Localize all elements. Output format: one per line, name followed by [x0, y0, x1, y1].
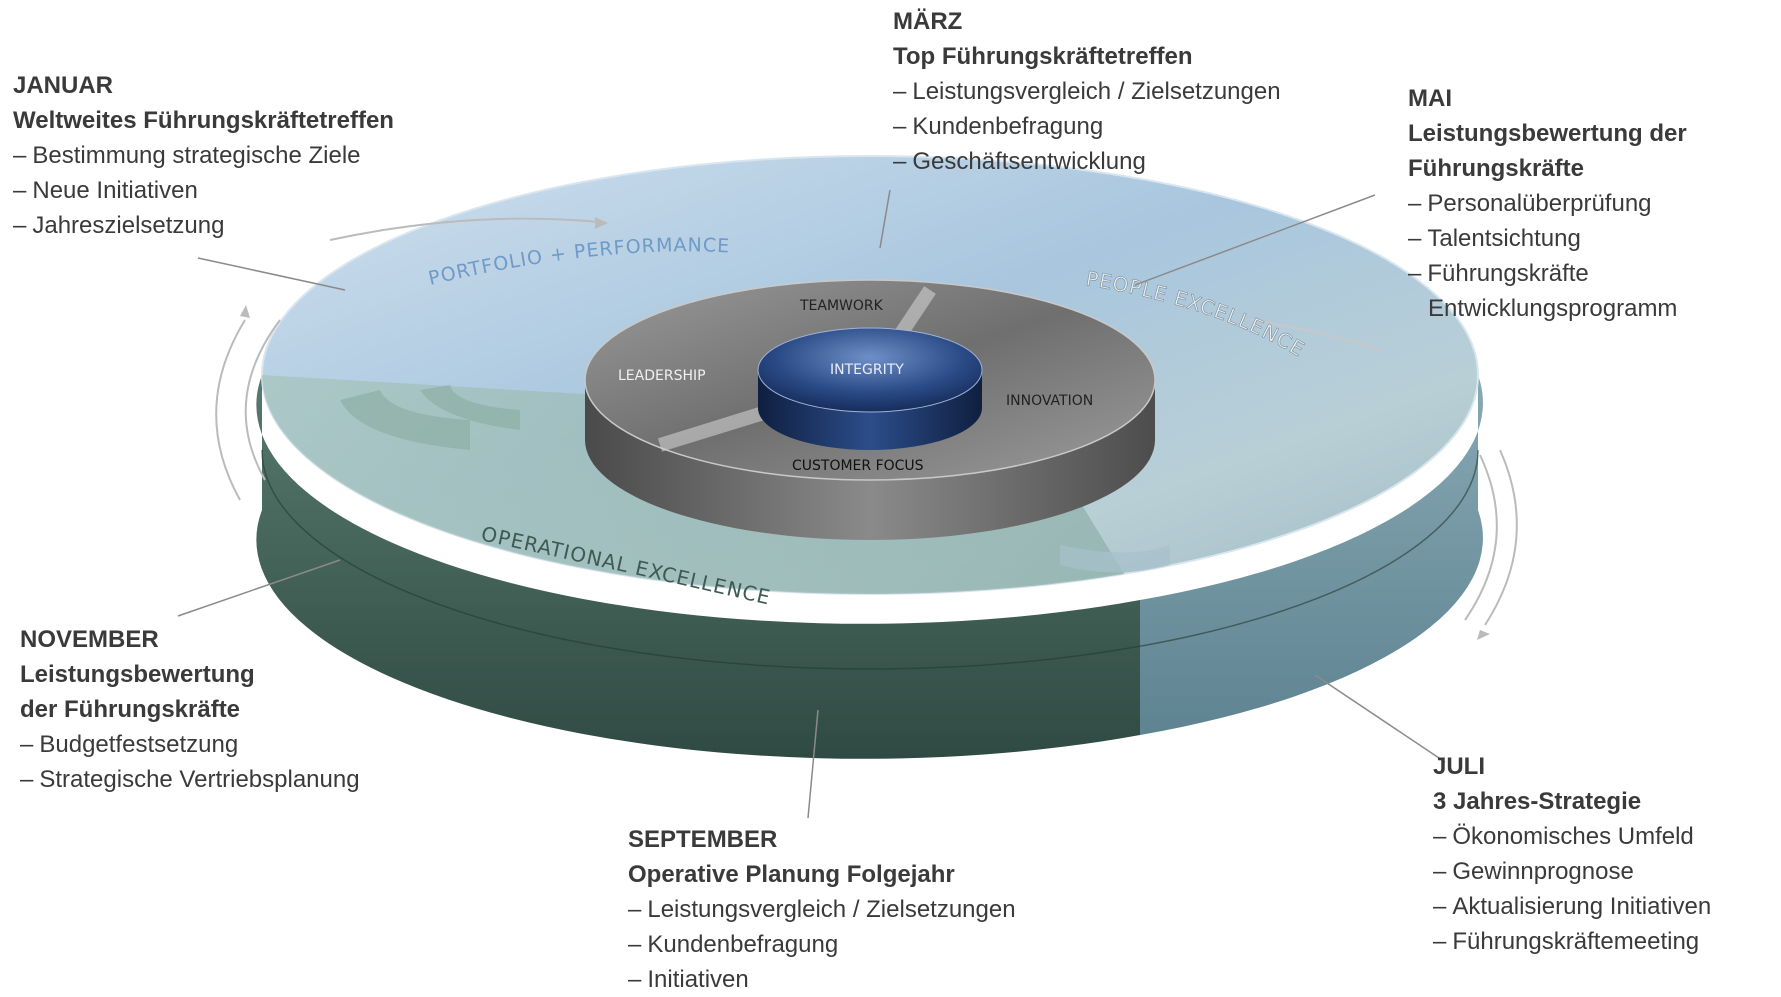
list-item: –Aktualisierung Initiativen [1433, 893, 1712, 920]
month-label: MAI [1408, 85, 1452, 112]
annotation-maerz: MÄRZ Top Führungskräftetreffen –Leistung… [893, 4, 1281, 179]
month-label: NOVEMBER [20, 626, 159, 653]
list-item: –Gewinnprognose [1433, 858, 1634, 885]
list-item-continuation: Entwicklungsprogramm [1428, 295, 1678, 322]
task-list: –Budgetfestsetzung –Strategische Vertrie… [20, 727, 360, 797]
center-label-integrity: INTEGRITY [830, 362, 904, 378]
task-list: –Bestimmung strategische Ziele –Neue Ini… [13, 138, 394, 243]
list-item: –Neue Initiativen [13, 177, 198, 204]
middle-ring-side [585, 380, 1155, 540]
month-label: MÄRZ [893, 8, 963, 35]
outer-ring-side-green [256, 375, 1140, 759]
month-label: JULI [1433, 753, 1486, 780]
annotation-november: NOVEMBER Leistungsbewertung der Führungs… [20, 622, 360, 797]
list-item: –Jahreszielsetzung [13, 212, 225, 239]
list-item: –Kundenbefragung [893, 113, 1104, 140]
center-disc-side [758, 370, 982, 450]
cycle-arrows [215, 217, 1518, 626]
list-item: –Führungskräftemeeting [1433, 928, 1700, 955]
month-label: SEPTEMBER [628, 826, 778, 853]
list-item: –Strategische Vertriebsplanung [20, 766, 360, 793]
middle-label-leadership: LEADERSHIP [618, 368, 706, 384]
event-title-line2: der Führungskräfte [20, 696, 241, 723]
event-title-line1: Leistungsbewertung der [1408, 120, 1687, 147]
task-list: –Personalüberprüfung –Talentsichtung –Fü… [1408, 186, 1687, 326]
event-title-line2: Führungskräfte [1408, 155, 1585, 182]
leader-lines [177, 189, 1446, 819]
middle-label-teamwork: TEAMWORK [799, 298, 884, 314]
center-disc-top [757, 327, 983, 413]
task-list: –Ökonomisches Umfeld –Gewinnprognose –Ak… [1433, 819, 1711, 959]
list-item: –Initiativen [628, 966, 749, 993]
event-title: Top Führungskräftetreffen [893, 43, 1193, 70]
event-title: 3 Jahres-Strategie [1433, 788, 1642, 815]
list-item: –Leistungsvergleich / Zielsetzungen [893, 78, 1281, 105]
list-item: –Budgetfestsetzung [20, 731, 239, 758]
middle-label-customer-focus: CUSTOMER FOCUS [792, 458, 924, 474]
event-title: Operative Planung Folgejahr [628, 861, 955, 888]
middle-label-innovation: INNOVATION [1006, 393, 1093, 409]
annotation-september: SEPTEMBER Operative Planung Folgejahr –L… [628, 822, 1016, 997]
task-list: –Leistungsvergleich / Zielsetzungen –Kun… [893, 74, 1281, 179]
annotation-mai: MAI Leistungsbewertung der Führungskräft… [1408, 81, 1687, 326]
annotation-januar: JANUAR Weltweites Führungskräftetreffen … [13, 68, 394, 243]
list-item: –Personalüberprüfung [1408, 190, 1652, 217]
annotation-juli: JULI 3 Jahres-Strategie –Ökonomisches Um… [1433, 749, 1711, 959]
list-item: –Geschäftsentwicklung [893, 148, 1146, 175]
event-title-line1: Leistungsbewertung [20, 661, 255, 688]
task-list: –Leistungsvergleich / Zielsetzungen –Kun… [628, 892, 1016, 997]
list-item: –Talentsichtung [1408, 225, 1581, 252]
outer-ring-side-blue [1140, 375, 1483, 735]
event-title: Weltweites Führungskräftetreffen [13, 107, 394, 134]
list-item: –Bestimmung strategische Ziele [13, 142, 361, 169]
list-item: –Führungskräfte [1408, 260, 1589, 287]
list-item: –Ökonomisches Umfeld [1433, 823, 1694, 850]
month-label: JANUAR [13, 72, 114, 99]
list-item: –Kundenbefragung [628, 931, 839, 958]
list-item: –Leistungsvergleich / Zielsetzungen [628, 896, 1016, 923]
